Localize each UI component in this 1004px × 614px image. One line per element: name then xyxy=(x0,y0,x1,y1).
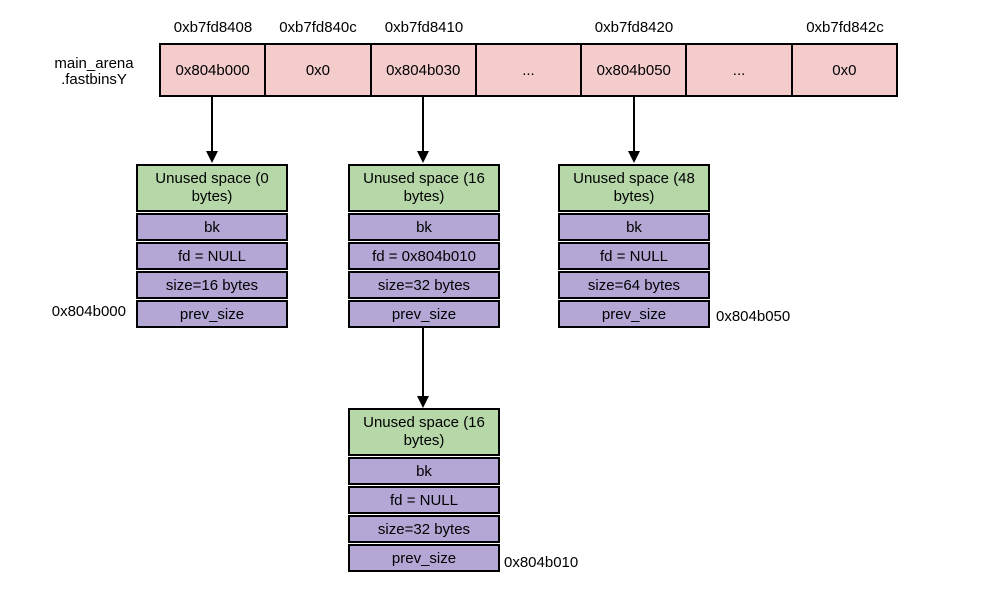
chunk-address-label: 0x804b010 xyxy=(504,554,579,571)
chunk-field-prev-size: prev_size xyxy=(348,300,500,328)
chunk-field-fd: fd = NULL xyxy=(558,242,710,270)
fastbin-cell: 0x804b050 xyxy=(582,45,688,95)
fastbins-array: 0x804b000 0x0 0x804b030 ... 0x804b050 ..… xyxy=(159,43,898,97)
heap-chunk-0x804b010: Unused space (16 bytes) bk fd = NULL siz… xyxy=(348,408,500,572)
chunk-unused-space: Unused space (16 bytes) xyxy=(348,164,500,212)
chunk-field-prev-size: prev_size xyxy=(136,300,288,328)
arrowhead-icon xyxy=(417,396,429,408)
address-label: 0xb7fd8420 xyxy=(594,19,674,36)
chunk-address-label: 0x804b050 xyxy=(716,308,791,325)
chunk-unused-space: Unused space (16 bytes) xyxy=(348,408,500,456)
fastbin-cell: ... xyxy=(476,45,583,95)
chunk-field-bk: bk xyxy=(558,213,710,241)
chunk-unused-space: Unused space (0 bytes) xyxy=(136,164,288,212)
fastbin-cell: 0x804b030 xyxy=(371,45,477,95)
fastbin-cell: 0x0 xyxy=(792,45,896,95)
arrowhead-icon xyxy=(628,151,640,163)
chunk-field-fd: fd = NULL xyxy=(348,486,500,514)
address-label: 0xb7fd8408 xyxy=(173,19,253,36)
chunk-field-fd: fd = 0x804b010 xyxy=(348,242,500,270)
heap-chunk-0x804b050: Unused space (48 bytes) bk fd = NULL siz… xyxy=(558,164,710,328)
arrow-line xyxy=(211,97,213,151)
heap-chunk-0x804b030: Unused space (16 bytes) bk fd = 0x804b01… xyxy=(348,164,500,328)
chunk-field-size: size=16 bytes xyxy=(136,271,288,299)
address-label: 0xb7fd840c xyxy=(279,19,357,36)
arena-fastbins-label: main_arena .fastbinsY xyxy=(54,55,134,88)
fastbin-cell: ... xyxy=(687,45,793,95)
heap-chunk-0x804b000: Unused space (0 bytes) bk fd = NULL size… xyxy=(136,164,288,328)
address-label: 0xb7fd842c xyxy=(806,19,884,36)
chunk-field-prev-size: prev_size xyxy=(348,544,500,572)
chunk-field-size: size=32 bytes xyxy=(348,271,500,299)
chunk-field-size: size=32 bytes xyxy=(348,515,500,543)
chunk-field-size: size=64 bytes xyxy=(558,271,710,299)
arrow-line xyxy=(422,328,424,396)
chunk-address-label: 0x804b000 xyxy=(51,303,126,320)
chunk-field-bk: bk xyxy=(348,457,500,485)
arrowhead-icon xyxy=(206,151,218,163)
arrow-line xyxy=(633,97,635,151)
fastbin-cell: 0x804b000 xyxy=(161,45,267,95)
chunk-field-bk: bk xyxy=(136,213,288,241)
address-label: 0xb7fd8410 xyxy=(384,19,464,36)
chunk-field-bk: bk xyxy=(348,213,500,241)
chunk-field-prev-size: prev_size xyxy=(558,300,710,328)
fastbin-cell: 0x0 xyxy=(266,45,372,95)
arrowhead-icon xyxy=(417,151,429,163)
chunk-field-fd: fd = NULL xyxy=(136,242,288,270)
chunk-unused-space: Unused space (48 bytes) xyxy=(558,164,710,212)
arrow-line xyxy=(422,97,424,151)
